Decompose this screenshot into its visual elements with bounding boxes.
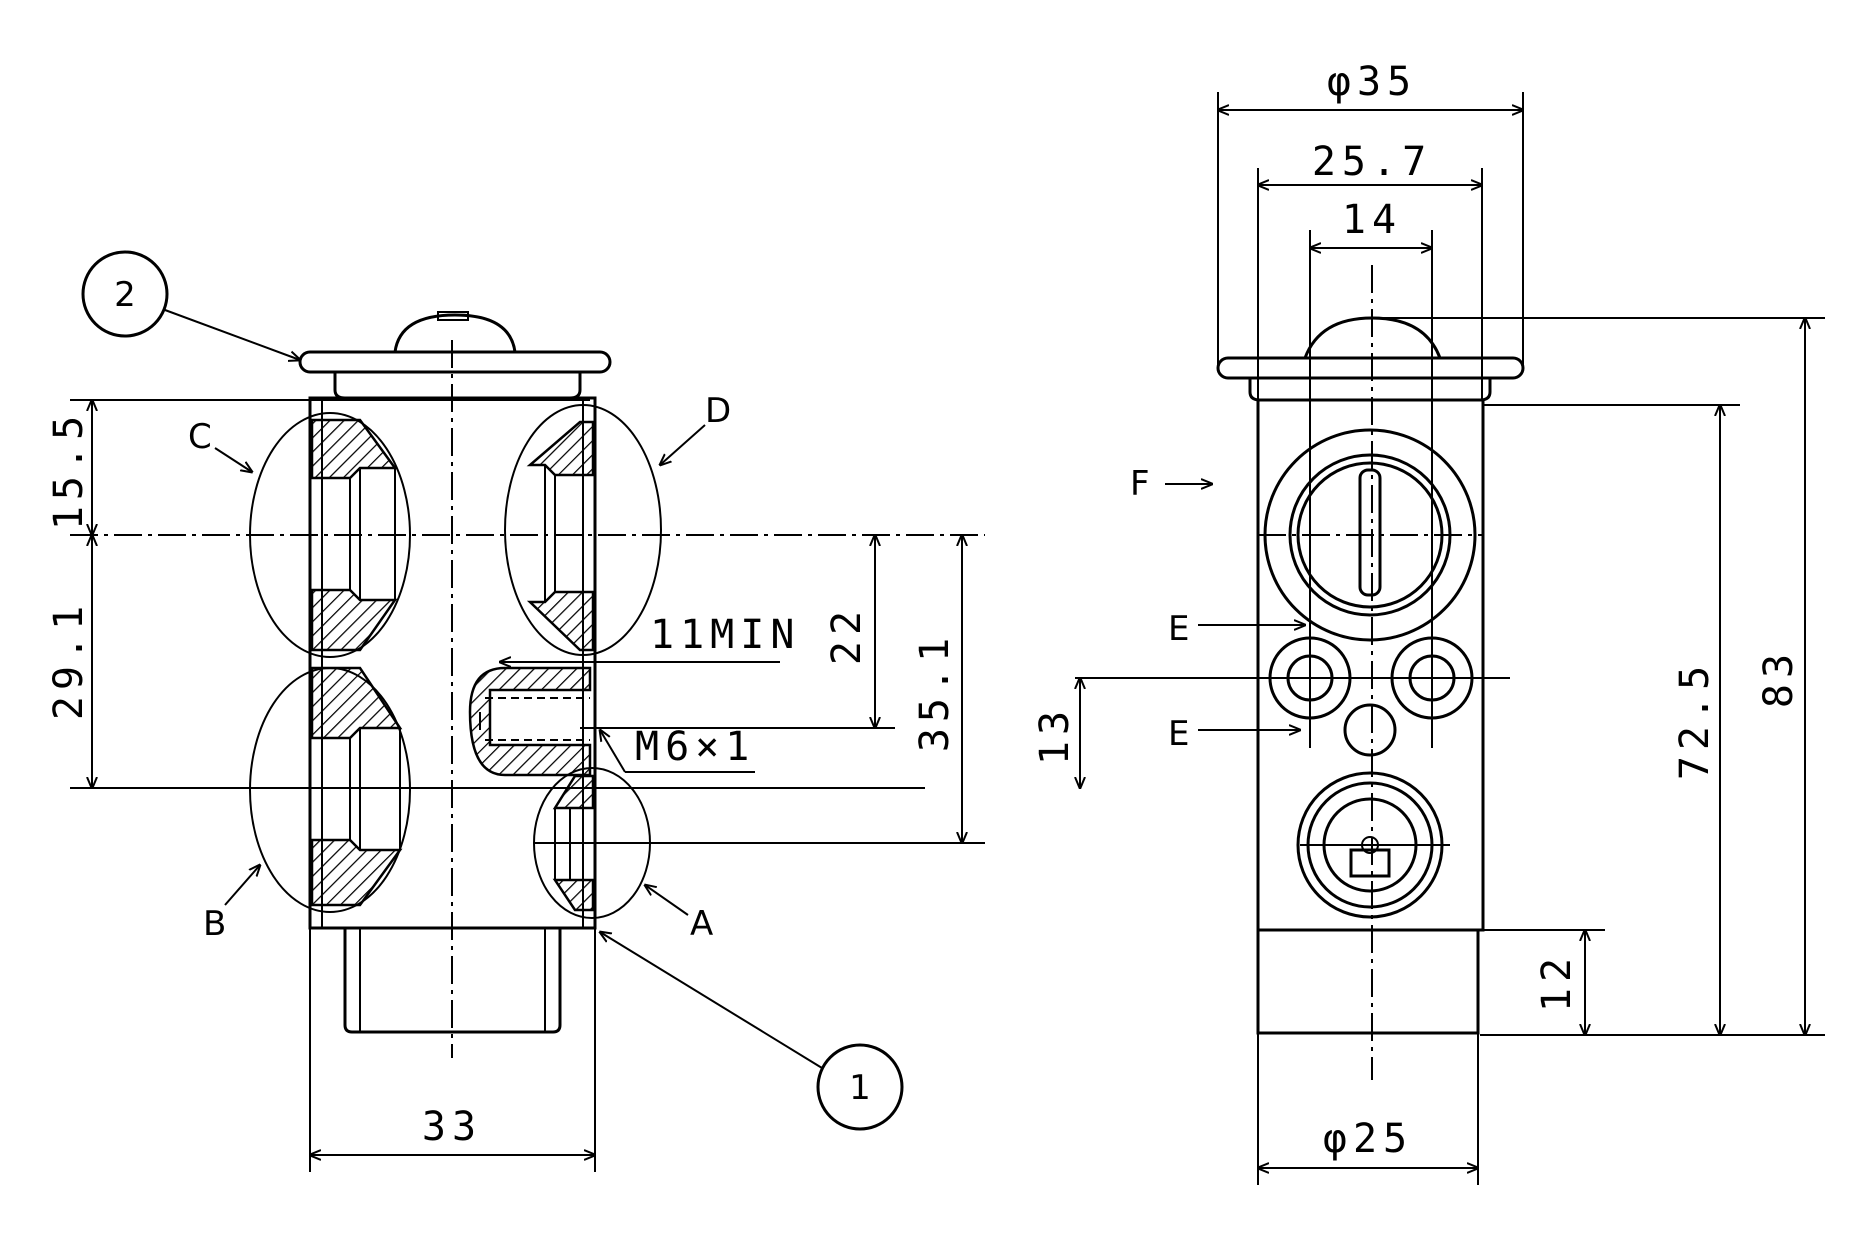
- balloon-1: [816, 1043, 904, 1131]
- port-a-section: [533, 767, 651, 919]
- dim-22: 22: [824, 605, 870, 665]
- label-f: F: [1130, 464, 1150, 504]
- note-11min: 11MIN: [650, 612, 800, 658]
- dim-14: 14: [1342, 197, 1402, 243]
- label-e-upper: E: [1168, 609, 1189, 649]
- label-e-lower: E: [1168, 714, 1189, 754]
- dim-72-5: 72.5: [1672, 660, 1718, 780]
- front-dimensions: 15.5 29.1 22 35.1 13 33 11MIN M6×1: [46, 400, 1080, 1172]
- side-dimensions: φ35 25.7 14 72.5 83 12 φ25: [1217, 59, 1825, 1185]
- balloon-2: [81, 250, 169, 338]
- port-c-section: [249, 412, 411, 658]
- side-top-cap: [1216, 316, 1525, 402]
- dim-15-5: 15.5: [46, 410, 92, 530]
- dim-12: 12: [1534, 952, 1580, 1012]
- label-d: D: [705, 391, 731, 431]
- side-spigot: [1256, 928, 1480, 1035]
- side-view: [1075, 265, 1525, 1080]
- front-labels: 2 1 C D B A: [81, 250, 904, 1131]
- note-thread: M6×1: [635, 724, 755, 770]
- dim-13: 13: [1032, 705, 1078, 765]
- port-d-section: [504, 404, 662, 656]
- label-b: B: [203, 904, 226, 944]
- dim-25-7: 25.7: [1312, 139, 1432, 185]
- label-a: A: [690, 904, 713, 944]
- dim-35-1: 35.1: [912, 632, 958, 752]
- side-labels: F E E: [1130, 464, 1305, 754]
- label-c: C: [188, 417, 212, 457]
- dim-phi35: φ35: [1327, 59, 1417, 105]
- dim-phi25: φ25: [1323, 1116, 1413, 1162]
- svg-text:2: 2: [114, 275, 136, 315]
- dim-33: 33: [422, 1104, 482, 1150]
- dim-83: 83: [1756, 648, 1802, 708]
- front-top-cap: [298, 311, 612, 400]
- port-b-section: [249, 666, 411, 913]
- dim-29-1: 29.1: [46, 600, 92, 720]
- svg-text:1: 1: [849, 1068, 871, 1108]
- m6-threaded-hole: [468, 666, 592, 777]
